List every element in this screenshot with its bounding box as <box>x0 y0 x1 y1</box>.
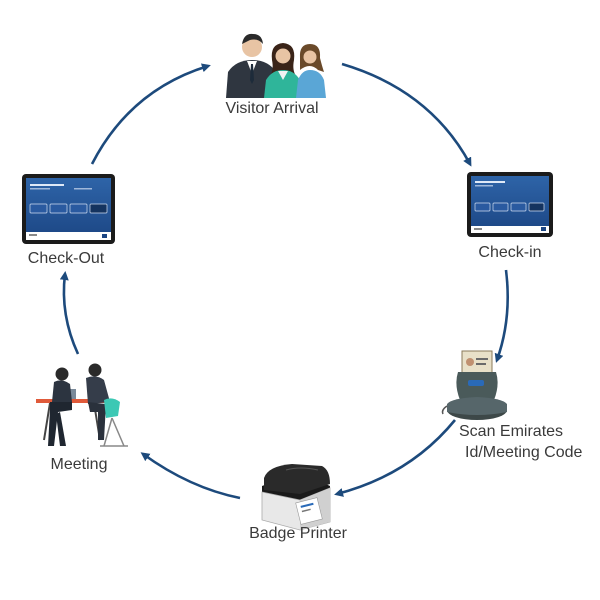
step-label-visitor-arrival: Visitor Arrival <box>225 100 319 117</box>
arrow-meeting-to-checkout <box>59 271 80 355</box>
step-label-badge-printer: Badge Printer <box>249 525 347 542</box>
kiosk-tablet-icon <box>467 172 553 237</box>
badge-printer-icon <box>261 464 331 531</box>
flow-arrows <box>59 62 510 500</box>
id-scanner-icon <box>441 350 507 420</box>
step-label-scan: Scan Emirates Id/Meeting Code <box>459 421 582 463</box>
arrow-checkout-to-arrival <box>90 63 211 165</box>
step-label-check-in: Check-in <box>478 244 542 261</box>
meeting-people-icon <box>36 363 128 447</box>
step-label-check-out: Check-Out <box>27 250 105 267</box>
visitors-group-icon <box>226 33 326 98</box>
arrow-printer-to-meeting <box>140 452 241 500</box>
step-label-meeting: Meeting <box>50 456 108 473</box>
step-label-scan-line2: Id/Meeting Code <box>465 444 583 461</box>
step-label-scan-line1: Scan Emirates <box>459 423 564 440</box>
kiosk-tablet-icon <box>22 174 115 244</box>
arrow-checkin-to-scan <box>494 269 510 363</box>
arrow-scan-to-printer <box>334 419 457 497</box>
arrow-arrival-to-checkin <box>341 62 472 167</box>
